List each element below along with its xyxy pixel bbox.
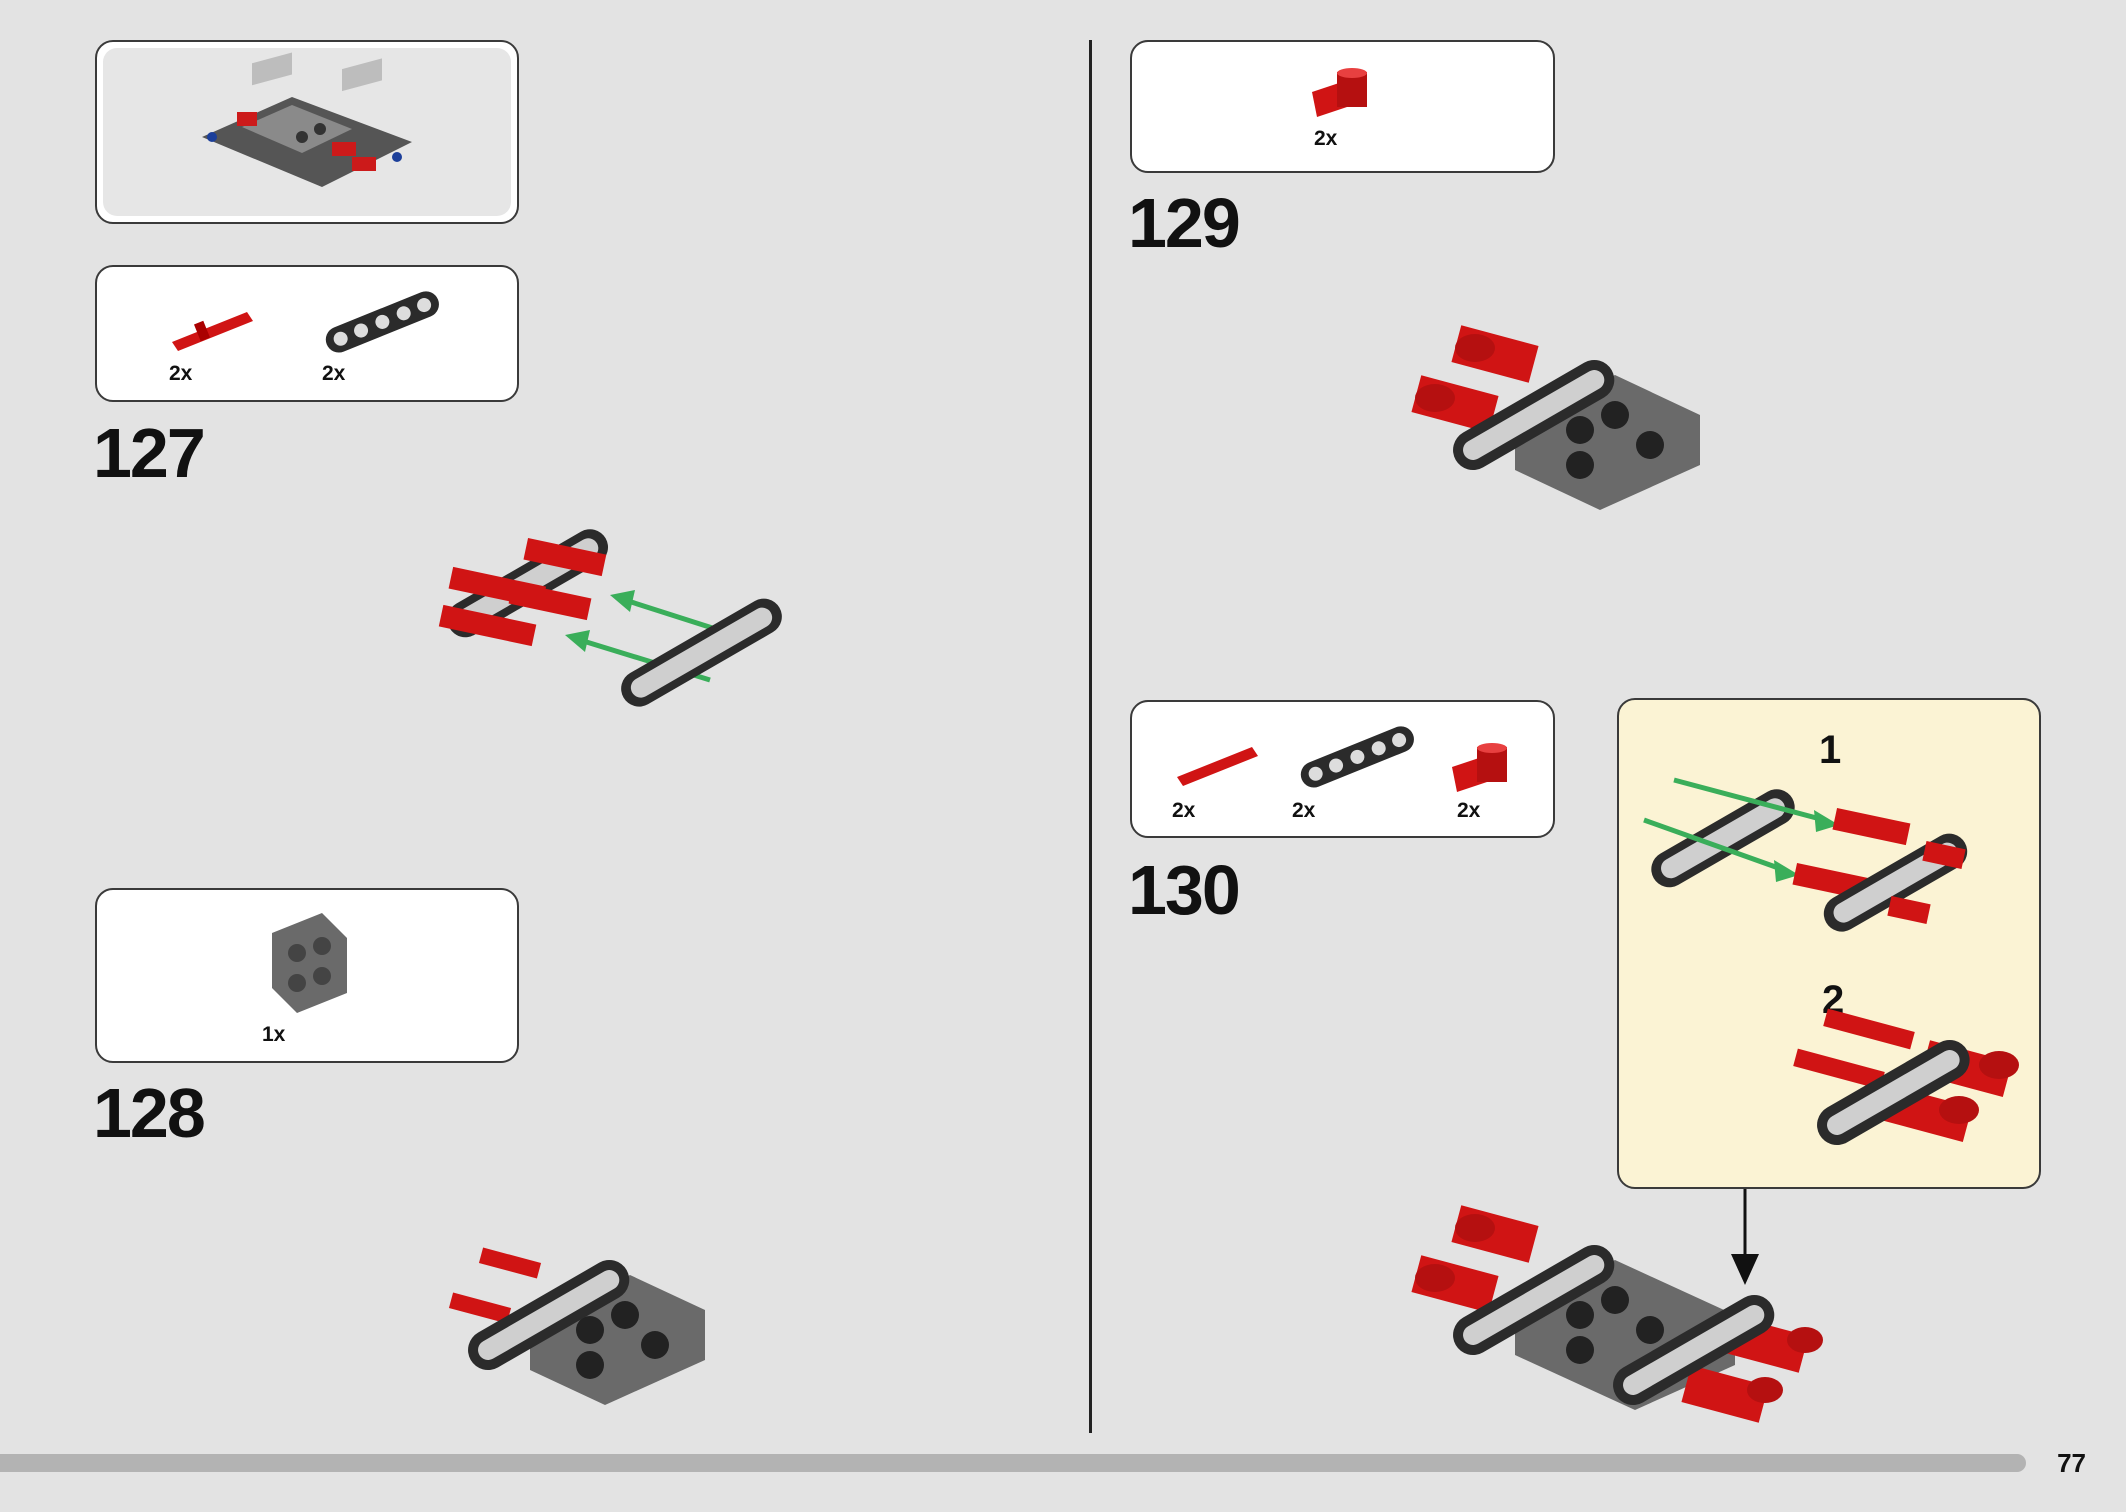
substep-1-icon (1643, 777, 1968, 932)
beam-5-icon (325, 291, 439, 353)
step-129-parts-box: 2x (1130, 40, 1555, 173)
callout-arrow-icon (1731, 1189, 1759, 1285)
step-number-128: 128 (93, 1074, 206, 1152)
red-axle-pin-icon (172, 312, 253, 351)
part-qty: 1x (262, 1023, 286, 1046)
step-128-parts-box: 1x (95, 888, 519, 1063)
step-127-assembly-icon (438, 529, 782, 707)
page-number: 77 (2057, 1448, 2086, 1478)
part-qty: 2x (1314, 127, 1338, 150)
step-number-127: 127 (93, 414, 206, 492)
progress-bar (0, 1454, 2026, 1472)
step-130-parts-box: 2x 2x 2x (1130, 700, 1555, 838)
part-qty: 2x (1292, 799, 1316, 822)
step-127-parts-box: 2x 2x (95, 265, 519, 402)
red-cross-block-icon (1312, 68, 1367, 117)
chassis-model-icon (202, 52, 412, 187)
red-cross-block-icon (1452, 743, 1507, 792)
gray-connector-block-icon (272, 913, 347, 1013)
step-128-assembly-icon (448, 1247, 705, 1405)
part-qty: 2x (1172, 799, 1196, 822)
part-qty: 2x (1457, 799, 1481, 822)
beam-5-icon (1300, 726, 1414, 788)
subassembly-preview-box (95, 40, 519, 224)
step-number-129: 129 (1128, 184, 1241, 262)
part-qty: 2x (169, 362, 193, 385)
substep-number-1: 1 (1819, 728, 1842, 772)
step-130-assembly-icon (1411, 1205, 1823, 1423)
part-qty: 2x (322, 362, 346, 385)
substep-2-icon (1793, 1008, 2019, 1145)
step-130-subassembly-callout: 1 2 (1617, 698, 2041, 1189)
page-divider (1089, 40, 1092, 1433)
step-number-130: 130 (1128, 851, 1241, 929)
step-129-assembly-icon (1411, 325, 1700, 510)
red-axle-pin-icon (1177, 747, 1258, 786)
